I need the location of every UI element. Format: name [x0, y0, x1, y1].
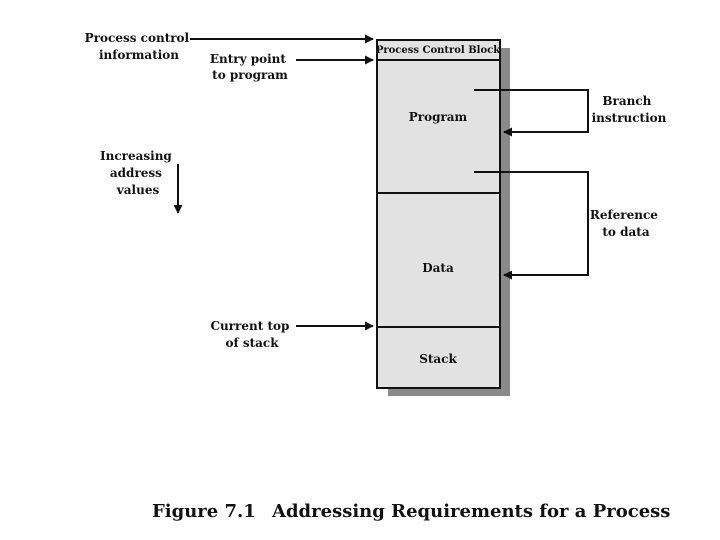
- reference-to-data-label: Reference to data: [590, 208, 662, 239]
- pcb-label: Process Control Block: [376, 45, 501, 56]
- reference-to-data-arrow: [474, 171, 589, 280]
- stack-label: Stack: [419, 352, 457, 366]
- process-control-label: Process control information: [85, 31, 194, 62]
- program-label: Program: [409, 110, 468, 124]
- increasing-address-label: Increasing address values: [100, 149, 176, 197]
- branch-instruction-label: Branch instruction: [592, 94, 667, 125]
- entry-point-label: Entry point to program: [210, 52, 290, 82]
- stack-block: [376, 326, 501, 389]
- process-image: [376, 39, 501, 389]
- figure-title: Addressing Requirements for a Process: [271, 501, 670, 522]
- data-block: [376, 192, 501, 328]
- current-top-label: Current top of stack: [210, 319, 293, 350]
- figure-number: Figure 7.1: [152, 501, 256, 522]
- data-label: Data: [422, 261, 454, 275]
- program-block: [376, 59, 501, 194]
- branch-instruction-arrow: [474, 89, 589, 137]
